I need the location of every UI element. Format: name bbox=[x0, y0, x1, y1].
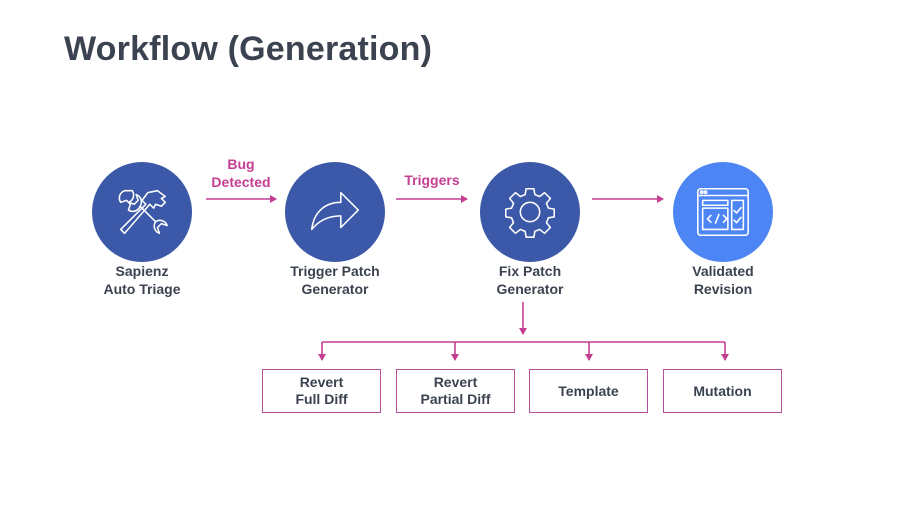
edge-label-line1: Triggers bbox=[404, 172, 460, 188]
node-label-trigger-patch: Trigger Patch Generator bbox=[265, 262, 405, 298]
node-validated-revision bbox=[673, 162, 773, 262]
node-label-line1: Trigger Patch bbox=[290, 263, 380, 279]
node-label-line2: Generator bbox=[301, 281, 369, 297]
edge-label-bug-detected: Bug Detected bbox=[201, 155, 281, 191]
node-label-line2: Revision bbox=[693, 281, 753, 297]
strategy-label-line1: Mutation bbox=[693, 382, 752, 399]
forward-arrow-icon bbox=[310, 191, 360, 231]
strategy-label-line1: Revert bbox=[433, 374, 478, 390]
node-trigger-patch-generator bbox=[285, 162, 385, 262]
node-label-sapienz: Sapienz Auto Triage bbox=[72, 262, 212, 298]
strategy-box-mutation: Mutation bbox=[663, 369, 782, 413]
strategy-label-line1: Template bbox=[558, 382, 619, 399]
strategy-box-revert-full-diff: Revert Full Diff bbox=[262, 369, 381, 413]
strategy-box-revert-partial-diff: Revert Partial Diff bbox=[396, 369, 515, 413]
wrench-hammer-icon bbox=[118, 189, 168, 235]
strategy-box-template: Template bbox=[529, 369, 648, 413]
edge-label-line1: Bug bbox=[227, 156, 255, 172]
node-label-line2: Auto Triage bbox=[103, 281, 181, 297]
node-label-line1: Validated bbox=[692, 263, 754, 279]
code-window-check-icon bbox=[697, 187, 749, 237]
node-label-line2: Generator bbox=[496, 281, 564, 297]
edge-label-triggers: Triggers bbox=[392, 171, 472, 189]
edge-label-line2: Detected bbox=[211, 174, 271, 190]
node-label-line1: Fix Patch bbox=[498, 263, 562, 279]
gear-icon bbox=[505, 187, 555, 238]
node-sapienz-auto-triage bbox=[92, 162, 192, 262]
strategy-label-line2: Partial Diff bbox=[420, 391, 491, 407]
node-label-line1: Sapienz bbox=[115, 263, 169, 279]
page-title: Workflow (Generation) bbox=[64, 30, 433, 68]
node-fix-patch-generator bbox=[480, 162, 580, 262]
strategy-label-line2: Full Diff bbox=[295, 391, 348, 407]
strategy-label-line1: Revert bbox=[299, 374, 344, 390]
node-label-validated: Validated Revision bbox=[653, 262, 793, 298]
node-label-fix-patch: Fix Patch Generator bbox=[460, 262, 600, 298]
